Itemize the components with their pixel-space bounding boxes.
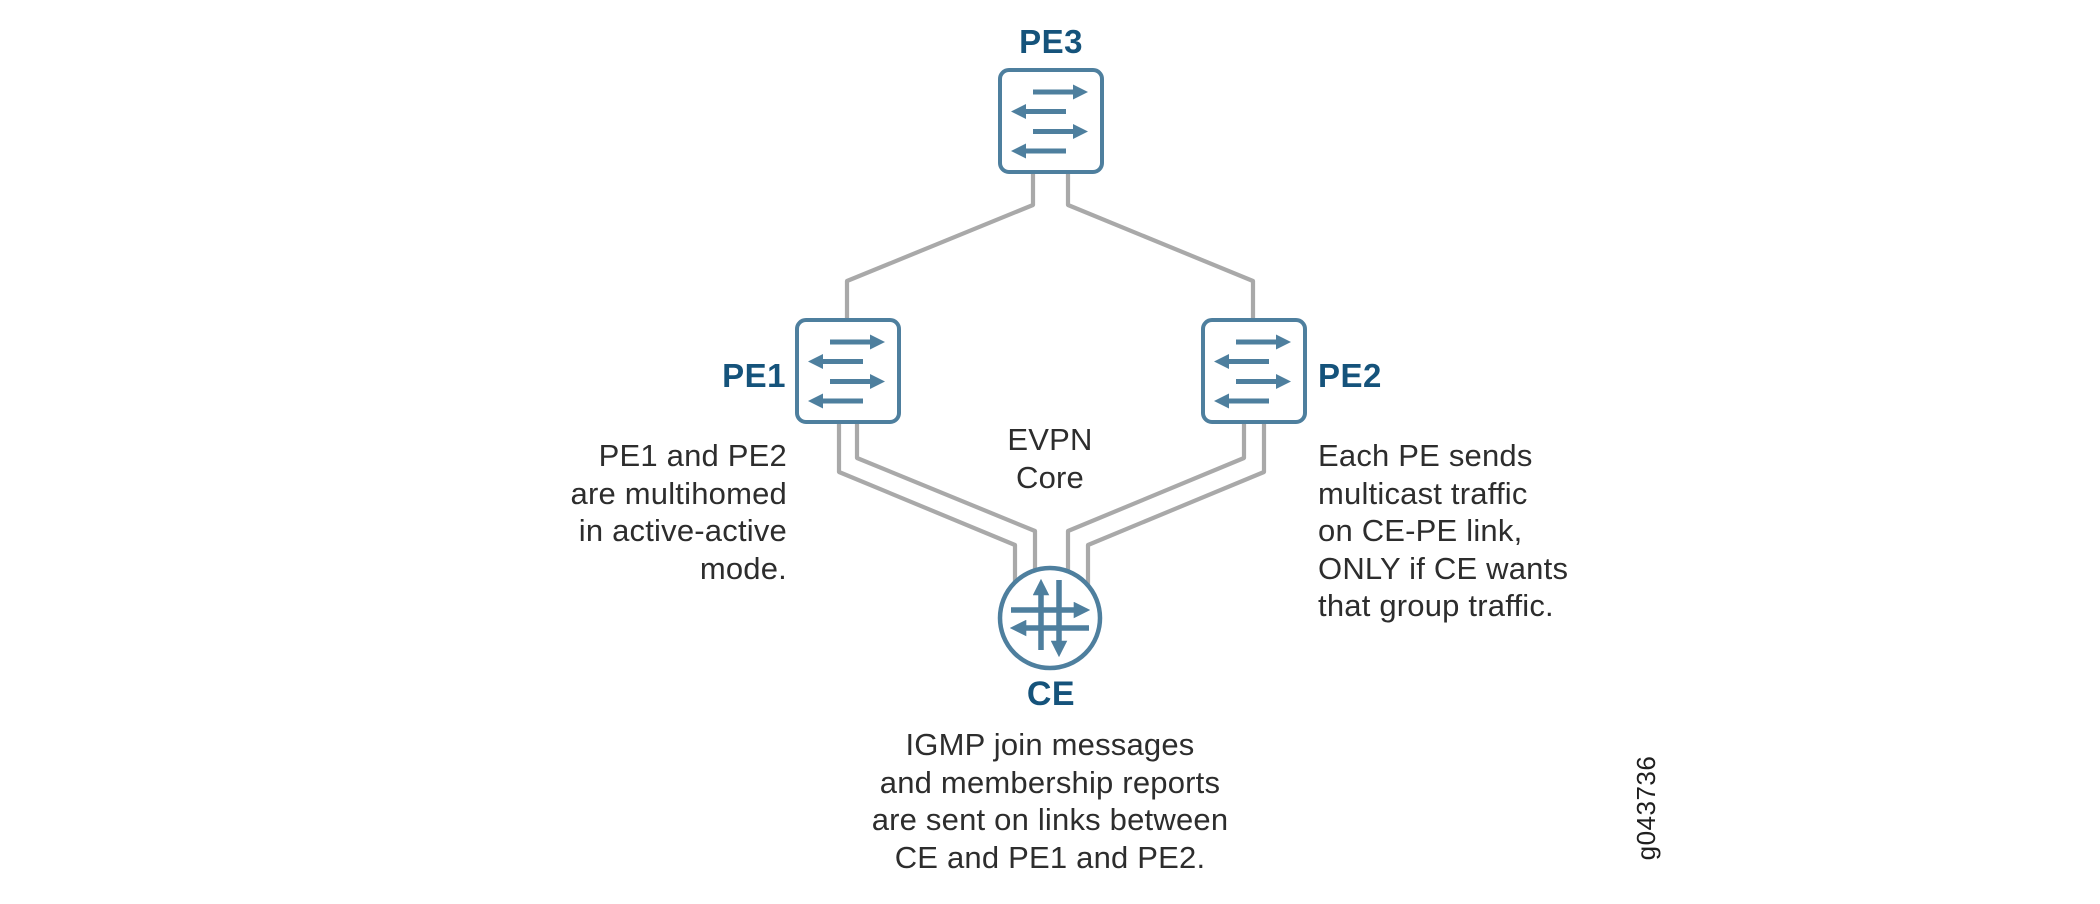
annotation-bottom: IGMP join messages and membership report… [800,726,1300,876]
annotation-line: PE1 and PE2 [598,438,787,473]
core-caption: EVPN Core [930,421,1170,496]
link-pe3-pe2 [1065,172,1256,320]
core-caption-line: Core [1016,459,1084,495]
pe3-label: PE3 [1019,23,1083,60]
pe2-label: PE2 [1318,357,1382,394]
annotation-line: mode. [699,550,787,586]
figure-id: g043736 [1631,755,1661,861]
link-pe2-ce-inner [1065,422,1247,585]
annotation-line: multicast traffic [1318,475,1528,511]
link-pe1-ce-inner [854,422,1038,585]
link-pe3-pe1 [844,172,1036,320]
pe3-switch-icon [1000,70,1102,172]
core-caption-line: EVPN [1007,422,1093,457]
annotation-line: are multihomed [570,475,787,511]
annotation-line: Each PE sends [1318,438,1533,473]
ce-router-icon [997,565,1103,671]
annotation-line: are sent on links between [871,802,1229,837]
annotation-line: and membership reports [879,764,1221,800]
pe2-switch-icon [1203,320,1305,422]
annotation-left: PE1 and PE2 are multihomed in active-act… [437,437,787,587]
annotation-line: IGMP join messages [905,727,1195,762]
pe1-label: PE1 [722,357,786,394]
pe1-switch-icon [797,320,899,422]
annotation-line: on CE-PE link, [1318,513,1523,548]
annotation-line: in active-active [578,513,787,548]
annotation-line: that group traffic. [1318,588,1554,623]
annotation-right: Each PE sends multicast traffic on CE-PE… [1318,437,1698,625]
annotation-line: CE and PE1 and PE2. [894,839,1206,875]
ce-label: CE [1026,675,1076,713]
annotation-line: ONLY if CE wants [1318,550,1569,586]
link-pe2-ce-outer [1085,422,1267,595]
link-pe1-ce-outer [836,422,1018,595]
